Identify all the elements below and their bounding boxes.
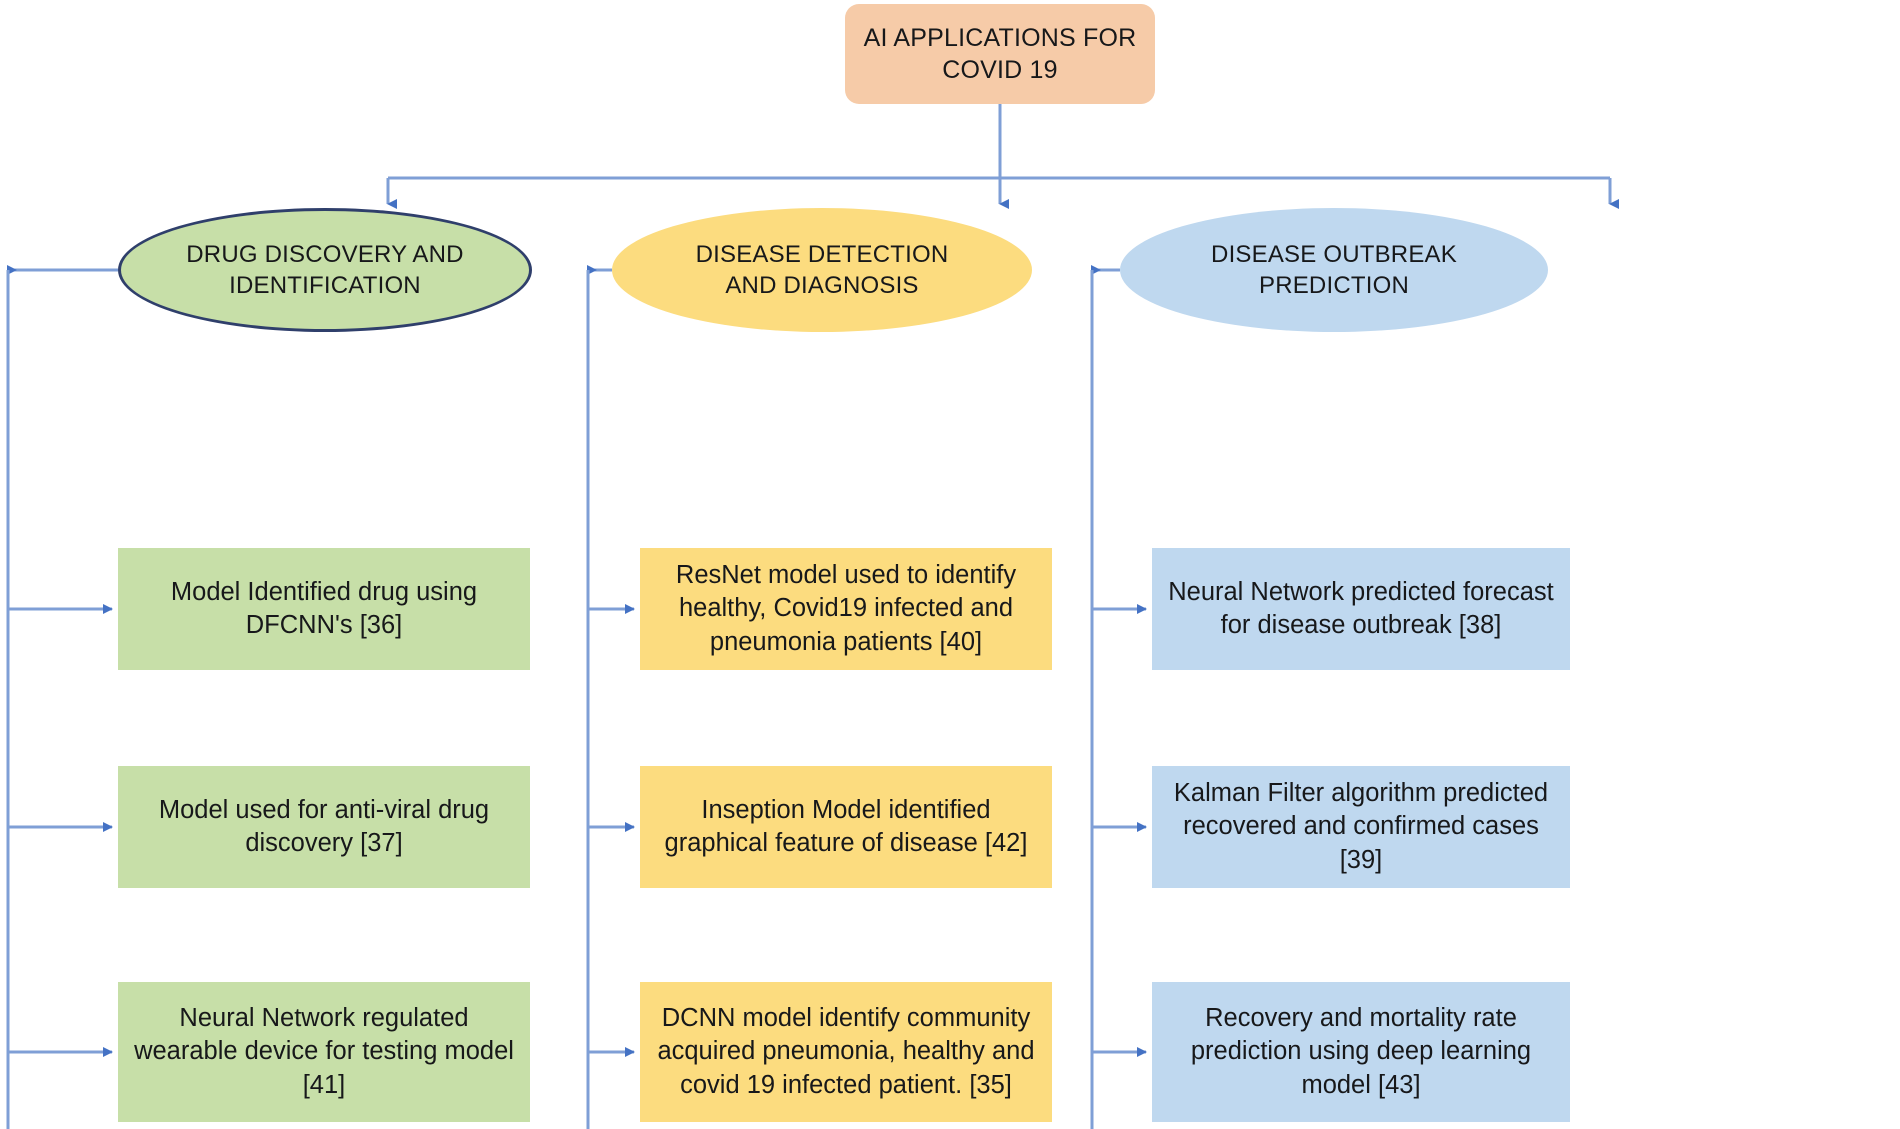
category-node-disease-outbreak[interactable]: DISEASE OUTBREAK PREDICTION <box>1120 208 1548 332</box>
leaf-node-label: Neural Network predicted forecast for di… <box>1168 577 1554 639</box>
leaf-node[interactable]: Model Identified drug using DFCNN's [36] <box>118 548 530 670</box>
leaf-node[interactable]: Kalman Filter algorithm predicted recove… <box>1152 766 1570 888</box>
leaf-node[interactable]: ResNet model used to identify healthy, C… <box>640 548 1052 670</box>
leaf-node-label: DCNN model identify community acquired p… <box>657 1004 1035 1099</box>
leaf-node-label: Recovery and mortality rate prediction u… <box>1190 1004 1532 1099</box>
root-node-ai-applications[interactable]: AI APPLICATIONS FOR COVID 19 <box>845 4 1155 104</box>
leaf-node[interactable]: Recovery and mortality rate prediction u… <box>1152 982 1570 1122</box>
leaf-node-label: Inseption Model identified graphical fea… <box>664 795 1028 857</box>
category-node-drug-discovery[interactable]: DRUG DISCOVERY AND IDENTIFICATION <box>118 208 532 332</box>
leaf-node[interactable]: Model used for anti-viral drug discovery… <box>118 766 530 888</box>
leaf-node-label: Neural Network regulated wearable device… <box>134 1004 514 1099</box>
leaf-node-label: Kalman Filter algorithm predicted recove… <box>1173 779 1549 874</box>
leaf-node[interactable]: Neural Network regulated wearable device… <box>118 982 530 1122</box>
leaf-node[interactable]: DCNN model identify community acquired p… <box>640 982 1052 1122</box>
category-node-label: DISEASE OUTBREAK PREDICTION <box>1211 240 1457 299</box>
leaf-node[interactable]: Neural Network predicted forecast for di… <box>1152 548 1570 670</box>
leaf-node-label: ResNet model used to identify healthy, C… <box>675 561 1017 656</box>
leaf-node[interactable]: Inseption Model identified graphical fea… <box>640 766 1052 888</box>
category-node-disease-detection[interactable]: DISEASE DETECTION AND DIAGNOSIS <box>612 208 1032 332</box>
category-node-label: DISEASE DETECTION AND DIAGNOSIS <box>695 240 949 299</box>
root-node-label: AI APPLICATIONS FOR COVID 19 <box>863 23 1137 85</box>
leaf-node-label: Model used for anti-viral drug discovery… <box>158 795 490 857</box>
category-node-label: DRUG DISCOVERY AND IDENTIFICATION <box>186 240 464 299</box>
leaf-node-label: Model Identified drug using DFCNN's [36] <box>170 577 478 639</box>
